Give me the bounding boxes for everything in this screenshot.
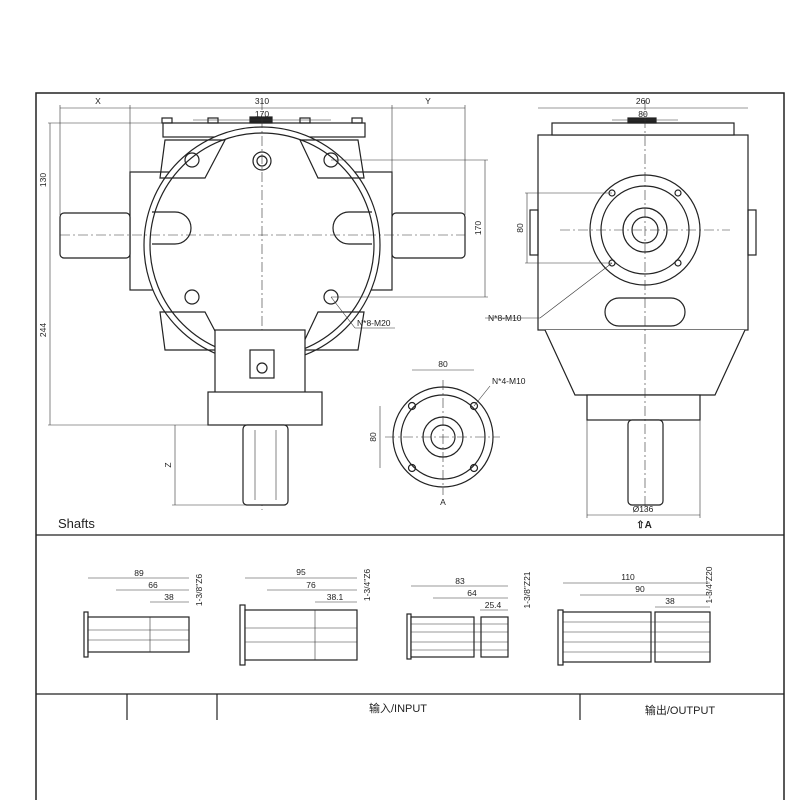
bolt-callout-m10: N*8-M10 xyxy=(488,313,522,323)
shaft-4-spec: 1-3/4"Z20 xyxy=(704,566,714,603)
view-label-a: A xyxy=(440,497,446,507)
shaft-2-spec: 1-3/4"Z6 xyxy=(362,569,372,602)
side-view: 260 80 80 N*8-M10 Ø136 ⇧A xyxy=(485,96,757,531)
bolt-callout-n4: N*4-M10 xyxy=(492,376,526,386)
flange-view: 80 80 N*4-M10 A xyxy=(368,359,526,507)
shaft-1-dim-length: 89 xyxy=(134,568,144,578)
view-a-arrow: ⇧A xyxy=(636,520,652,531)
shafts-title: Shafts xyxy=(58,516,95,531)
dim-170-side: 170 xyxy=(473,221,483,235)
shaft-1-dim-short: 38 xyxy=(164,592,174,602)
dim-x: X xyxy=(95,96,101,106)
shaft-4-dim-length: 110 xyxy=(621,572,635,582)
shaft-3-spec: 1-3/8"Z21 xyxy=(522,571,532,608)
flange-dim-v: 80 xyxy=(368,432,378,442)
shaft-3-dim-mid: 64 xyxy=(467,588,477,598)
dim-260: 260 xyxy=(636,96,650,106)
dim-136: Ø136 xyxy=(633,504,654,514)
shaft-2: 95 76 38.1 1-3/4"Z6 xyxy=(239,567,372,666)
dim-130: 130 xyxy=(38,173,48,187)
shaft-1-dim-mid: 66 xyxy=(148,580,158,590)
shaft-4-dim-short: 38 xyxy=(665,596,675,606)
shaft-3-dim-short: 25.4 xyxy=(485,600,502,610)
shaft-1-spec: 1-3/8"Z6 xyxy=(194,574,204,607)
dim-244: 244 xyxy=(38,323,48,337)
shaft-4-dim-mid: 90 xyxy=(635,584,645,594)
flange-dim-h: 80 xyxy=(438,359,448,369)
dim-310: 310 xyxy=(255,96,269,106)
shaft-3-dim-length: 83 xyxy=(455,576,465,586)
shaft-3: 83 64 25.4 1-3/8"Z21 xyxy=(406,571,532,660)
table-input-header: 输入/INPUT xyxy=(369,701,427,715)
shaft-2-dim-mid: 76 xyxy=(306,580,316,590)
drawing-frame xyxy=(35,92,785,800)
shaft-2-dim-short: 38.1 xyxy=(327,592,344,602)
shaft-4: 110 90 38 1-3/4"Z20 xyxy=(557,566,714,666)
bolt-callout-m20: N*8-M20 xyxy=(357,318,391,328)
dim-80-side: 80 xyxy=(515,223,525,233)
dim-170-top: 170 xyxy=(255,109,269,119)
dim-z: Z xyxy=(163,462,173,467)
table-output-header: 输出/OUTPUT xyxy=(645,703,716,717)
shaft-2-dim-length: 95 xyxy=(296,567,306,577)
shaft-1: 89 66 38 1-3/8"Z6 xyxy=(83,568,204,658)
dim-80-top: 80 xyxy=(638,109,648,119)
front-view: X 310 Y 170 130 244 170 Z N*8-M20 xyxy=(38,96,488,510)
dim-y: Y xyxy=(425,96,431,106)
